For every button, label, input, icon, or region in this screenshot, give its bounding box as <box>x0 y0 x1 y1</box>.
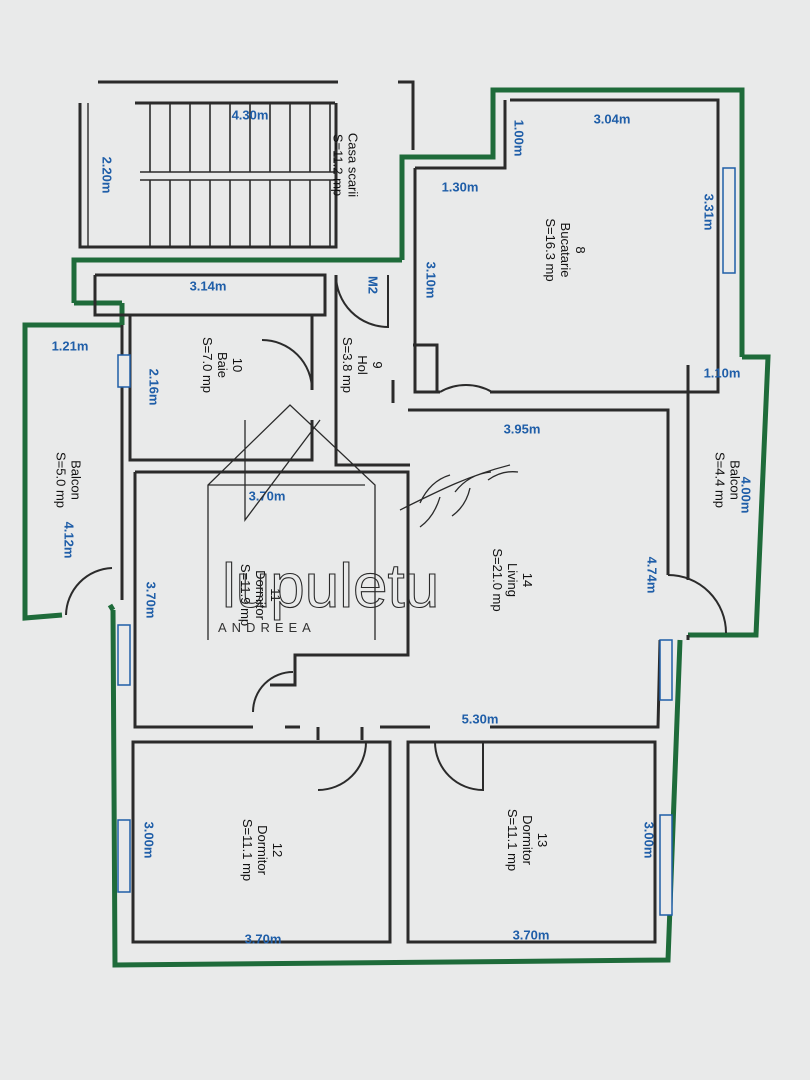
dimension-label: M2 <box>366 276 381 294</box>
dimension-label: 2.16m <box>147 369 162 406</box>
dimension-label: 3.70m <box>144 582 159 619</box>
room-label-casa-scarii: Casa scariiS=11.2 mp <box>331 133 361 197</box>
room-labels: Casa scariiS=11.2 mp 8BucatarieS=16.3 mp 9… <box>54 133 743 881</box>
watermark: lupuletu ANDREEA <box>207 404 519 640</box>
dimension-label: 3.31m <box>702 194 717 231</box>
room-label-line: S=7.0 mp <box>200 337 215 393</box>
room-label-line: S=11.1 mp <box>240 819 255 881</box>
dimension-label: 3.00m <box>142 822 157 859</box>
dimension-label: 3.14m <box>190 278 227 293</box>
watermark-leaf-icon <box>399 464 519 528</box>
dimension-label: 3.04m <box>594 111 631 126</box>
room-label-line: Bucatarie <box>558 223 573 278</box>
dimension-label: 3.10m <box>424 262 439 299</box>
room-label-line: Dormitor <box>520 815 535 866</box>
room-label-line: Living <box>505 563 520 597</box>
room-label-line: 13 <box>535 833 550 847</box>
dimension-label: 2.20m <box>100 157 115 194</box>
room-label-balcon-left: BalconS=5.0 mp <box>54 452 84 508</box>
dimension-label: 1.00m <box>512 120 527 157</box>
room-label-living: 14LivingS=21.0 mp <box>490 548 535 611</box>
room-label-hol: 9HolS=3.8 mp <box>340 337 385 393</box>
room-label-balcon-right: BalconS=4.4 mp <box>713 452 743 508</box>
watermark-sub: ANDREEA <box>218 620 316 635</box>
room-label-baie: 10BaieS=7.0 mp <box>200 337 245 393</box>
room-label-line: Baie <box>215 352 230 378</box>
room-label-line: 12 <box>270 843 285 857</box>
watermark-house-icon <box>207 404 376 640</box>
dimension-label: 4.12m <box>62 522 77 559</box>
dimension-label: 4.74m <box>645 557 660 594</box>
watermark-brand: lupuletu <box>222 552 439 621</box>
outer-walls <box>22 87 771 968</box>
room-label-line: S=11.9 mp <box>238 564 253 626</box>
room-label-line: Dormitor <box>255 825 270 876</box>
room-label-line: Dormitor <box>253 570 268 621</box>
dimension-label: 3.70m <box>513 927 550 942</box>
dimension-label: 1.30m <box>442 179 479 194</box>
room-label-line: S=5.0 mp <box>54 452 69 508</box>
dimension-label: 3.70m <box>245 931 282 946</box>
inner-walls <box>78 80 720 944</box>
room-label-line: S=3.8 mp <box>340 337 355 393</box>
dimension-label: 3.70m <box>249 488 286 503</box>
dimension-labels: 4.30m 2.20m 3.04m 1.00m 1.30m 3.31m 3.10m 3.14m… <box>52 107 754 946</box>
windows <box>117 167 736 916</box>
room-label-line: Balcon <box>69 460 84 500</box>
room-label-line: 8 <box>573 246 588 253</box>
dimension-label: 3.00m <box>642 822 657 859</box>
room-label-dormitor-13: 13DormitorS=11.1 mp <box>505 809 550 871</box>
room-label-line: S=16.3 mp <box>543 218 558 281</box>
room-label-line: S=21.0 mp <box>490 548 505 611</box>
room-label-dormitor-12: 12DormitorS=11.1 mp <box>240 819 285 881</box>
dimension-label: 1.10m <box>704 365 741 380</box>
room-label-line: 11 <box>268 588 283 602</box>
dimension-label: 4.30m <box>232 107 269 122</box>
room-label-line: 14 <box>520 573 535 587</box>
room-label-dormitor-11: 11DormitorS=11.9 mp <box>238 564 283 626</box>
room-label-line: 9 <box>370 361 385 368</box>
room-label-line: Hol <box>355 355 370 375</box>
dimension-label: 1.21m <box>52 338 89 353</box>
dimension-label: 5.30m <box>462 711 499 726</box>
room-label-line: S=4.4 mp <box>713 452 728 508</box>
dimension-label: 3.95m <box>504 421 541 436</box>
room-label-line: S=11.1 mp <box>505 809 520 871</box>
room-label-line: S=11.2 mp <box>331 134 346 196</box>
room-label-line: 10 <box>230 358 245 372</box>
dimension-label: 4.00m <box>739 477 754 514</box>
room-label-line: Balcon <box>728 460 743 500</box>
room-label-bucatarie: 8BucatarieS=16.3 mp <box>543 218 588 281</box>
door-swings <box>65 274 727 792</box>
room-label-line: Casa scarii <box>346 133 361 197</box>
